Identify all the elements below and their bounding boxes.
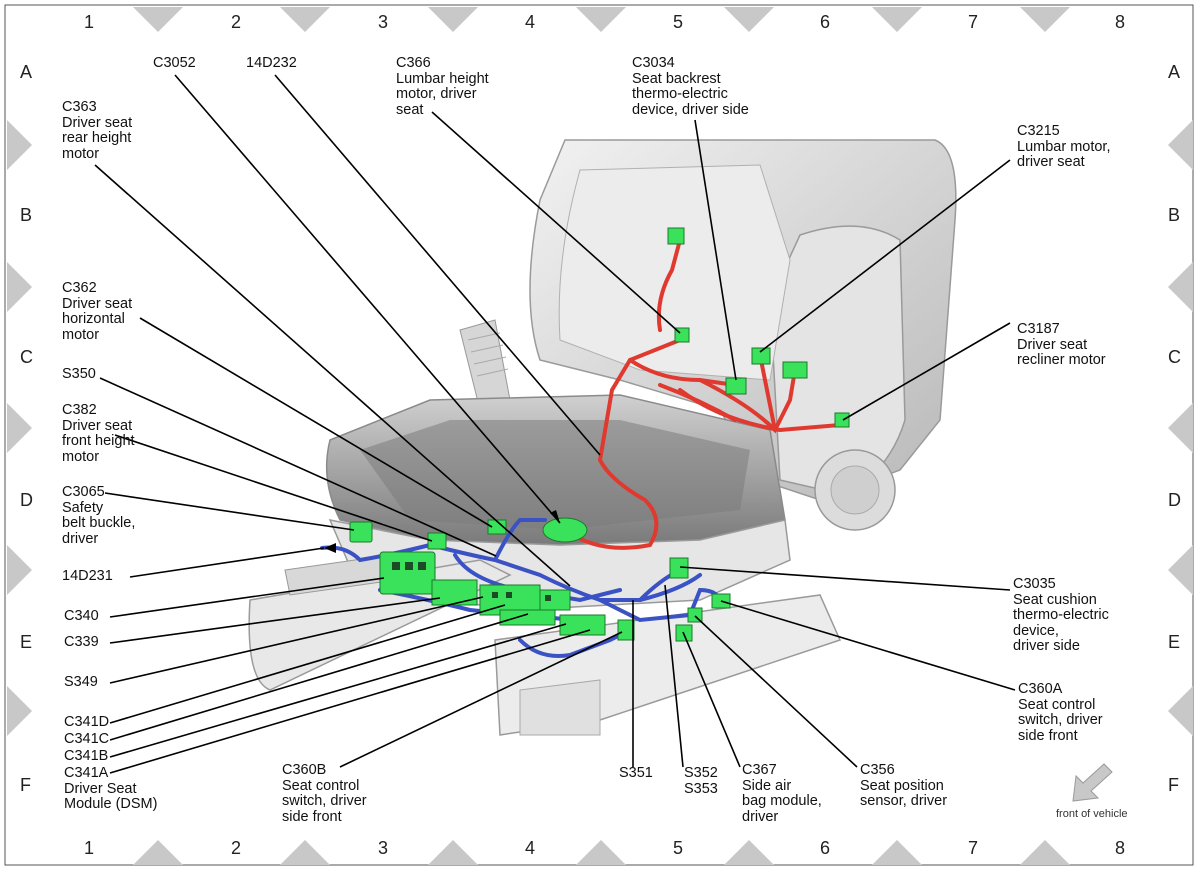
front-of-vehicle-label: front of vehicle [1056,808,1128,820]
callout-s352-s353: S352 S353 [684,765,718,797]
grid-row-label: B [1168,205,1181,225]
callout-c360b: C360B Seat control switch, driver side f… [282,762,367,825]
callout-c3052: C3052 [153,55,196,71]
grid-column-label: 7 [968,12,979,32]
leader-lines [94,74,1016,774]
grid-column-label: 3 [378,12,389,32]
callout-14d231: 14D231 [62,568,113,584]
callout-c382: C382 Driver seat front height motor [62,402,135,465]
grid-column-label: 7 [968,838,979,858]
callout-c3065: C3065 Safety belt buckle, driver [62,484,136,547]
callout-c3034: C3034 Seat backrest thermo-electric devi… [632,55,749,118]
grid-column-label: 6 [820,12,831,32]
callout-c362: C362 Driver seat horizontal motor [62,280,133,343]
grid-row-label: D [20,490,33,510]
grid-column-label: 5 [673,12,684,32]
grid-column-label: 1 [84,838,95,858]
callout-s351: S351 [619,765,653,781]
grid-column-label: 4 [525,838,536,858]
grid-column-label: 8 [1115,12,1126,32]
grid-row-label: E [20,632,33,652]
callout-c340: C340 [64,608,99,624]
grid-row-label: E [1168,632,1181,652]
callout-c341a: C341A Driver Seat Module (DSM) [64,765,158,812]
grid-row-label: A [20,62,33,82]
arrow-down-left-icon [1072,763,1113,802]
connector-c363 [542,517,588,543]
callout-c3215: C3215 Lumbar motor, driver seat [1017,123,1111,170]
connector-c3215 [751,347,771,365]
grid-row-label: F [20,775,31,795]
connector-c362 [487,519,507,535]
callout-c3035: C3035 Seat cushion thermo-electric devic… [1013,576,1109,654]
callout-c341c: C341C [64,731,110,747]
border-markers [7,7,1193,865]
connectors [349,227,850,642]
grid-column-label: 1 [84,12,95,32]
callout-c339: C339 [64,634,99,650]
connector-c3065 [349,521,373,543]
connector-c382 [427,532,447,550]
harness-red [563,238,847,550]
connector-c360b [617,619,635,641]
dsm-module [379,551,436,595]
connector-c3187 [834,412,850,428]
callout-14d232: 14D232 [246,55,297,71]
grid-row-label: F [1168,775,1179,795]
callout-c3187: C3187 Driver seat recliner motor [1017,321,1106,368]
grid-row-label: C [1168,347,1181,367]
callout-s349: S349 [64,674,98,690]
grid-column-label: 8 [1115,838,1126,858]
grid-row-label: B [20,205,33,225]
grid-row-label: D [1168,490,1181,510]
connector-c3034 [725,377,747,395]
callout-c367: C367 Side air bag module, driver [742,762,822,825]
grid-column-label: 5 [673,838,684,858]
grid-column-label: 4 [525,12,536,32]
callout-s350: S350 [62,366,96,382]
callout-c341d: C341D [64,714,110,730]
grid-column-label: 2 [231,838,242,858]
callout-c341b: C341B [64,748,109,764]
grid-row-label: C [20,347,33,367]
grid-column-label: 6 [820,838,831,858]
callout-c356: C356 Seat position sensor, driver [860,762,948,809]
grid-row-label: A [1168,62,1181,82]
grid-column-label: 3 [378,838,389,858]
callout-c363: C363 Driver seat rear height motor [62,99,133,162]
callout-c366: C366 Lumbar height motor, driver seat [396,55,489,118]
grid-column-label: 2 [231,12,242,32]
callout-c360a: C360A Seat control switch, driver side f… [1018,681,1103,744]
